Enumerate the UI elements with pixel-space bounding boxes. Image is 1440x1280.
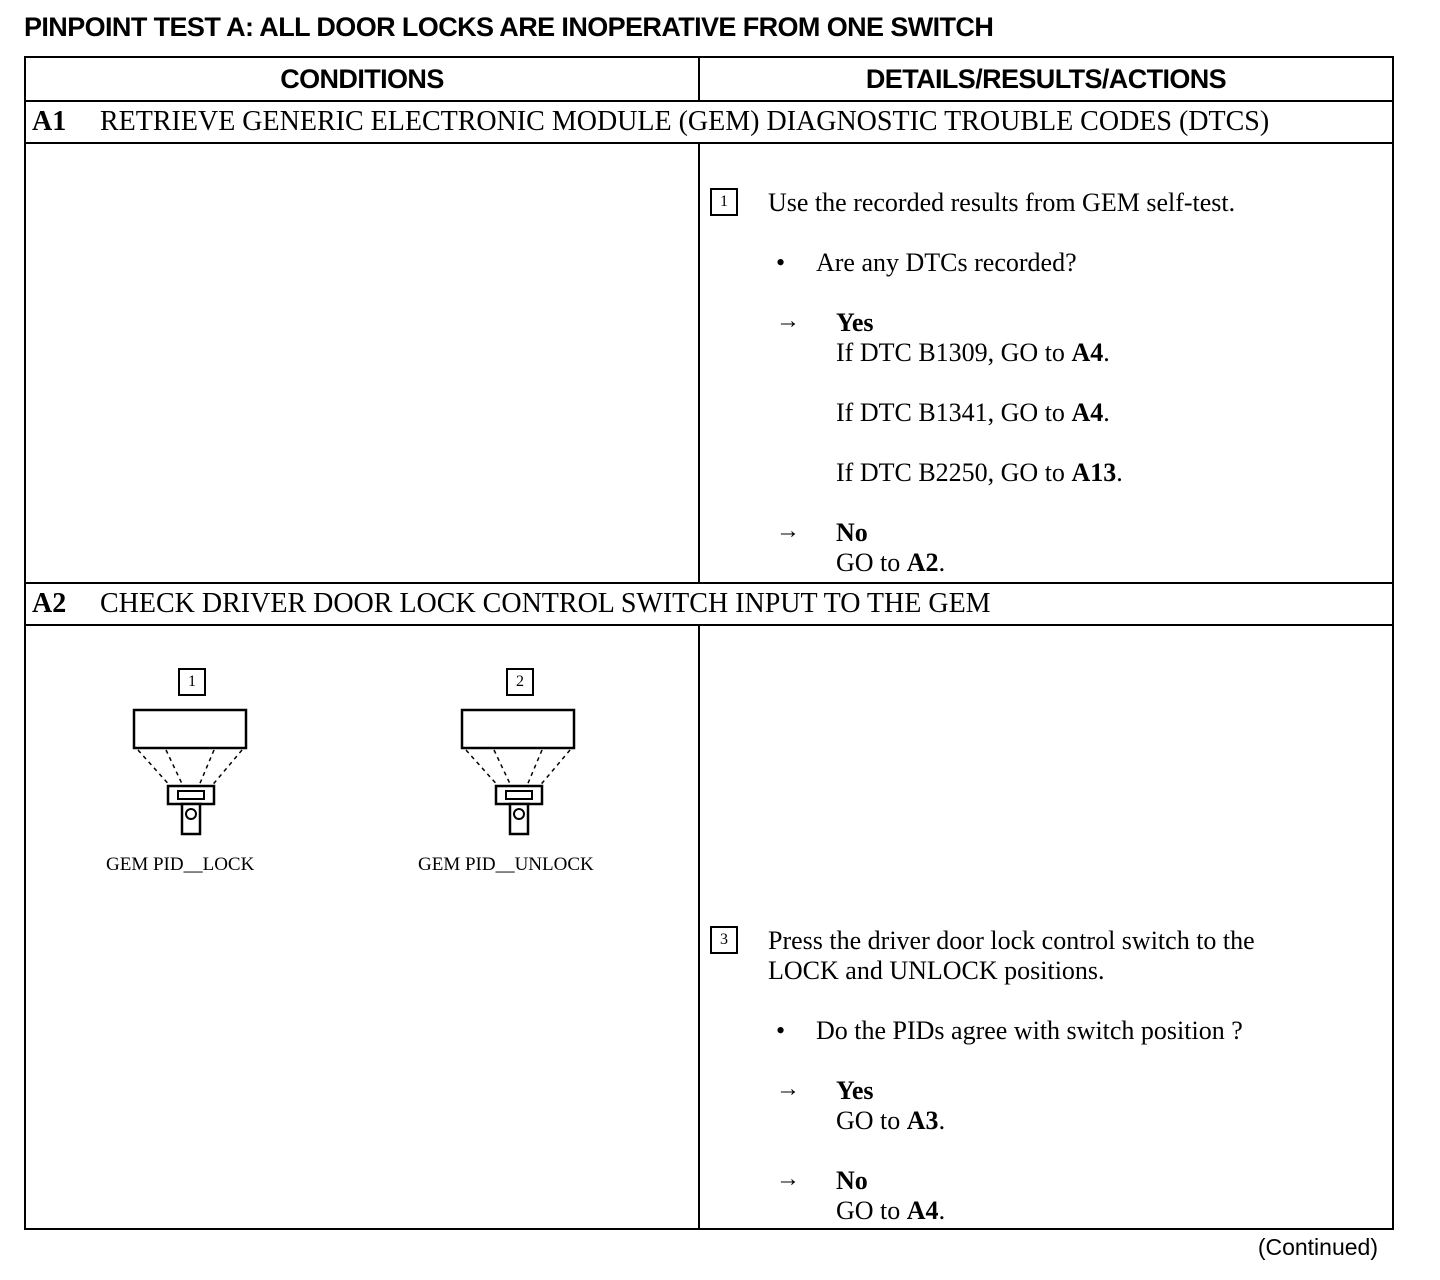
action-text-line: Press the driver door lock control switc… — [768, 926, 1255, 955]
goto-target: A4 — [1071, 398, 1104, 427]
result-text: GO to — [836, 1196, 907, 1225]
question-text: Are any DTCs recorded? — [816, 248, 1077, 277]
arrow-right-icon: → — [776, 1166, 800, 1192]
yes-result-line: If DTC B2250, GO to A13. — [836, 458, 1123, 488]
goto-target: A4 — [906, 1196, 939, 1225]
result-text: If DTC B1341, GO to — [836, 398, 1072, 427]
divider — [26, 624, 1392, 626]
result-suffix: . — [1103, 338, 1110, 367]
divider — [26, 100, 1392, 102]
divider — [698, 58, 700, 100]
action-text-line: LOCK and UNLOCK positions. — [768, 956, 1105, 985]
figure-label: GEM PID__UNLOCK — [418, 854, 594, 875]
action-text: Press the driver door lock control switc… — [768, 926, 1255, 986]
action-number-box: 3 — [710, 926, 738, 954]
step-id: A2 — [32, 588, 67, 619]
no-label: No — [836, 518, 868, 547]
action-number-box: 1 — [710, 188, 738, 216]
step-heading-text: CHECK DRIVER DOOR LOCK CONTROL SWITCH IN… — [100, 588, 991, 619]
goto-target: A2 — [906, 548, 939, 577]
figure-number-box: 1 — [178, 668, 206, 696]
arrow-right-icon: → — [776, 1076, 800, 1102]
column-header-conditions: CONDITIONS — [280, 64, 444, 94]
yes-branch: Yes If DTC B1309, GO to A4. If DTC B1341… — [836, 308, 1123, 488]
step-heading-a1: A1 RETRIEVE GENERIC ELECTRONIC MODULE (GE… — [32, 106, 1269, 138]
yes-branch: Yes GO to A3. — [836, 1076, 945, 1136]
divider — [26, 582, 1392, 584]
result-text: GO to — [836, 548, 907, 577]
yes-result-line: If DTC B1309, GO to A4. — [836, 338, 1123, 368]
result-text: If DTC B2250, GO to — [836, 458, 1072, 487]
arrow-right-icon: → — [776, 518, 800, 544]
yes-result-line: If DTC B1341, GO to A4. — [836, 398, 1123, 428]
result-text: GO to — [836, 1106, 907, 1135]
action-text: Use the recorded results from GEM self-t… — [768, 188, 1236, 217]
no-branch: No GO to A4. — [836, 1166, 945, 1226]
gem-switch-lock-diagram — [132, 708, 248, 836]
result-suffix: . — [1116, 458, 1123, 487]
pinpoint-table: CONDITIONS DETAILS/RESULTS/ACTIONS A1 RET… — [24, 56, 1394, 1230]
yes-label: Yes — [836, 308, 874, 337]
goto-target: A4 — [1071, 338, 1104, 367]
divider — [698, 624, 700, 1230]
bullet-icon: • — [776, 1016, 786, 1045]
result-suffix: . — [1103, 398, 1110, 427]
result-suffix: . — [938, 1106, 946, 1135]
divider — [26, 142, 1392, 144]
figure-label: GEM PID__LOCK — [106, 854, 255, 875]
result-suffix: . — [938, 548, 946, 577]
bullet-icon: • — [776, 248, 786, 277]
step-id: A1 — [32, 106, 67, 137]
goto-target: A3 — [906, 1106, 939, 1135]
arrow-right-icon: → — [776, 308, 800, 334]
no-branch: No GO to A2. — [836, 518, 945, 578]
page-title: PINPOINT TEST A: ALL DOOR LOCKS ARE INOP… — [24, 12, 994, 42]
result-suffix: . — [938, 1196, 946, 1225]
gem-switch-unlock-diagram — [460, 708, 576, 836]
continued-note: (Continued) — [1257, 1234, 1378, 1260]
no-label: No — [836, 1166, 868, 1195]
goto-target: A13 — [1071, 458, 1117, 487]
yes-label: Yes — [836, 1076, 874, 1105]
step-heading-a2: A2 CHECK DRIVER DOOR LOCK CONTROL SWITCH … — [32, 588, 991, 620]
question-text: Do the PIDs agree with switch position ? — [816, 1016, 1243, 1045]
column-header-details: DETAILS/RESULTS/ACTIONS — [865, 64, 1227, 94]
result-text: If DTC B1309, GO to — [836, 338, 1072, 367]
step-heading-text: RETRIEVE GENERIC ELECTRONIC MODULE (GEM)… — [100, 106, 1270, 137]
figure-number-box: 2 — [506, 668, 534, 696]
divider — [698, 142, 700, 582]
